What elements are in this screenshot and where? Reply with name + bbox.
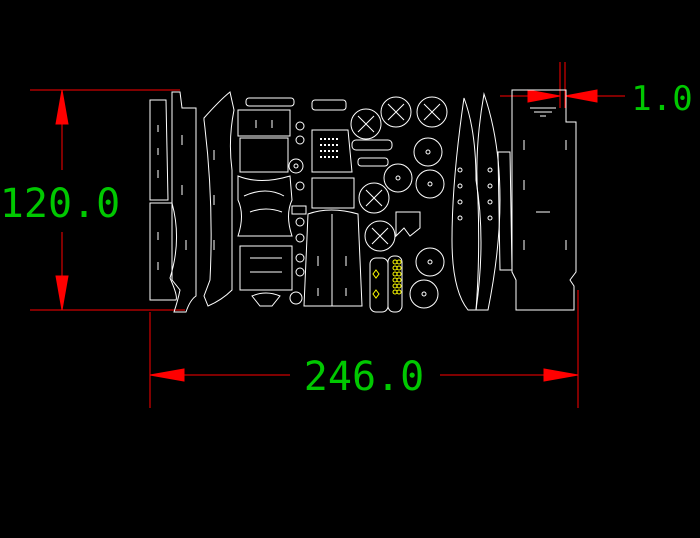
thickness-dimension bbox=[500, 62, 625, 108]
curved-side-rib bbox=[171, 91, 197, 313]
yellow-highlight-details bbox=[372, 259, 402, 299]
small-panels-column bbox=[237, 97, 295, 307]
yellow-area-pieces bbox=[369, 255, 403, 313]
height-dimension-label: 120.0 bbox=[0, 181, 120, 227]
small-clips-column bbox=[288, 121, 307, 305]
thickness-dimension-label: 1.0 bbox=[631, 79, 692, 119]
height-dimension bbox=[30, 89, 185, 311]
left-side-panel bbox=[149, 99, 178, 301]
width-dimension bbox=[149, 290, 579, 408]
center-fuselage-panels bbox=[303, 99, 363, 307]
outer-curved-rib bbox=[203, 91, 235, 307]
wheels-column bbox=[350, 96, 448, 309]
floor-panel bbox=[511, 89, 577, 311]
laser-cut-parts bbox=[149, 89, 577, 313]
width-dimension-label: 246.0 bbox=[304, 354, 424, 400]
grille-dots bbox=[320, 138, 338, 158]
